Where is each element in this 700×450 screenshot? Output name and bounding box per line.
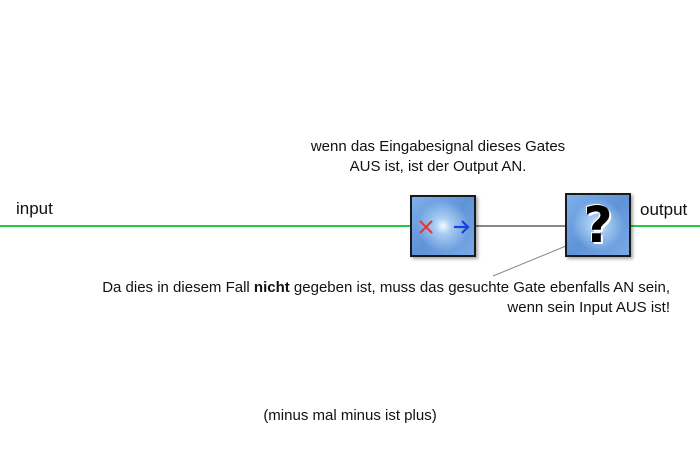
unknown-gate-explanation: Da dies in diesem Fall nicht gegeben ist… [40,278,670,318]
output-label: output [640,200,688,219]
not-gate[interactable] [410,195,476,257]
conclusion-text-b: gegeben ist, muss das gesuchte Gate eben… [289,279,670,296]
conclusion-emphasis: nicht [253,279,290,296]
annotation-pointer-line [492,245,567,277]
explanation-line-2: AUS ist, ist der Output AN. [349,158,527,175]
conclusion-line-1: Da dies in diesem Fall nicht gegeben ist… [40,278,670,298]
cross-icon-stroke [419,220,433,234]
explanation-line-1: wenn das Eingabesignal dieses Gates [310,138,566,155]
footer-remark: (minus mal minus ist plus) [263,407,437,424]
unknown-gate[interactable]: ? [565,193,631,257]
not-gate-explanation: wenn das Eingabesignal dieses Gates AUS … [298,137,578,177]
input-label: input [16,199,53,218]
question-mark-icon: ? [583,196,613,254]
inverter-icon [419,220,470,234]
conclusion-line-2: wenn sein Input AUS ist! [507,299,670,316]
arrow-head-icon [461,220,470,234]
conclusion-text-a: Da dies in diesem Fall [102,279,254,296]
